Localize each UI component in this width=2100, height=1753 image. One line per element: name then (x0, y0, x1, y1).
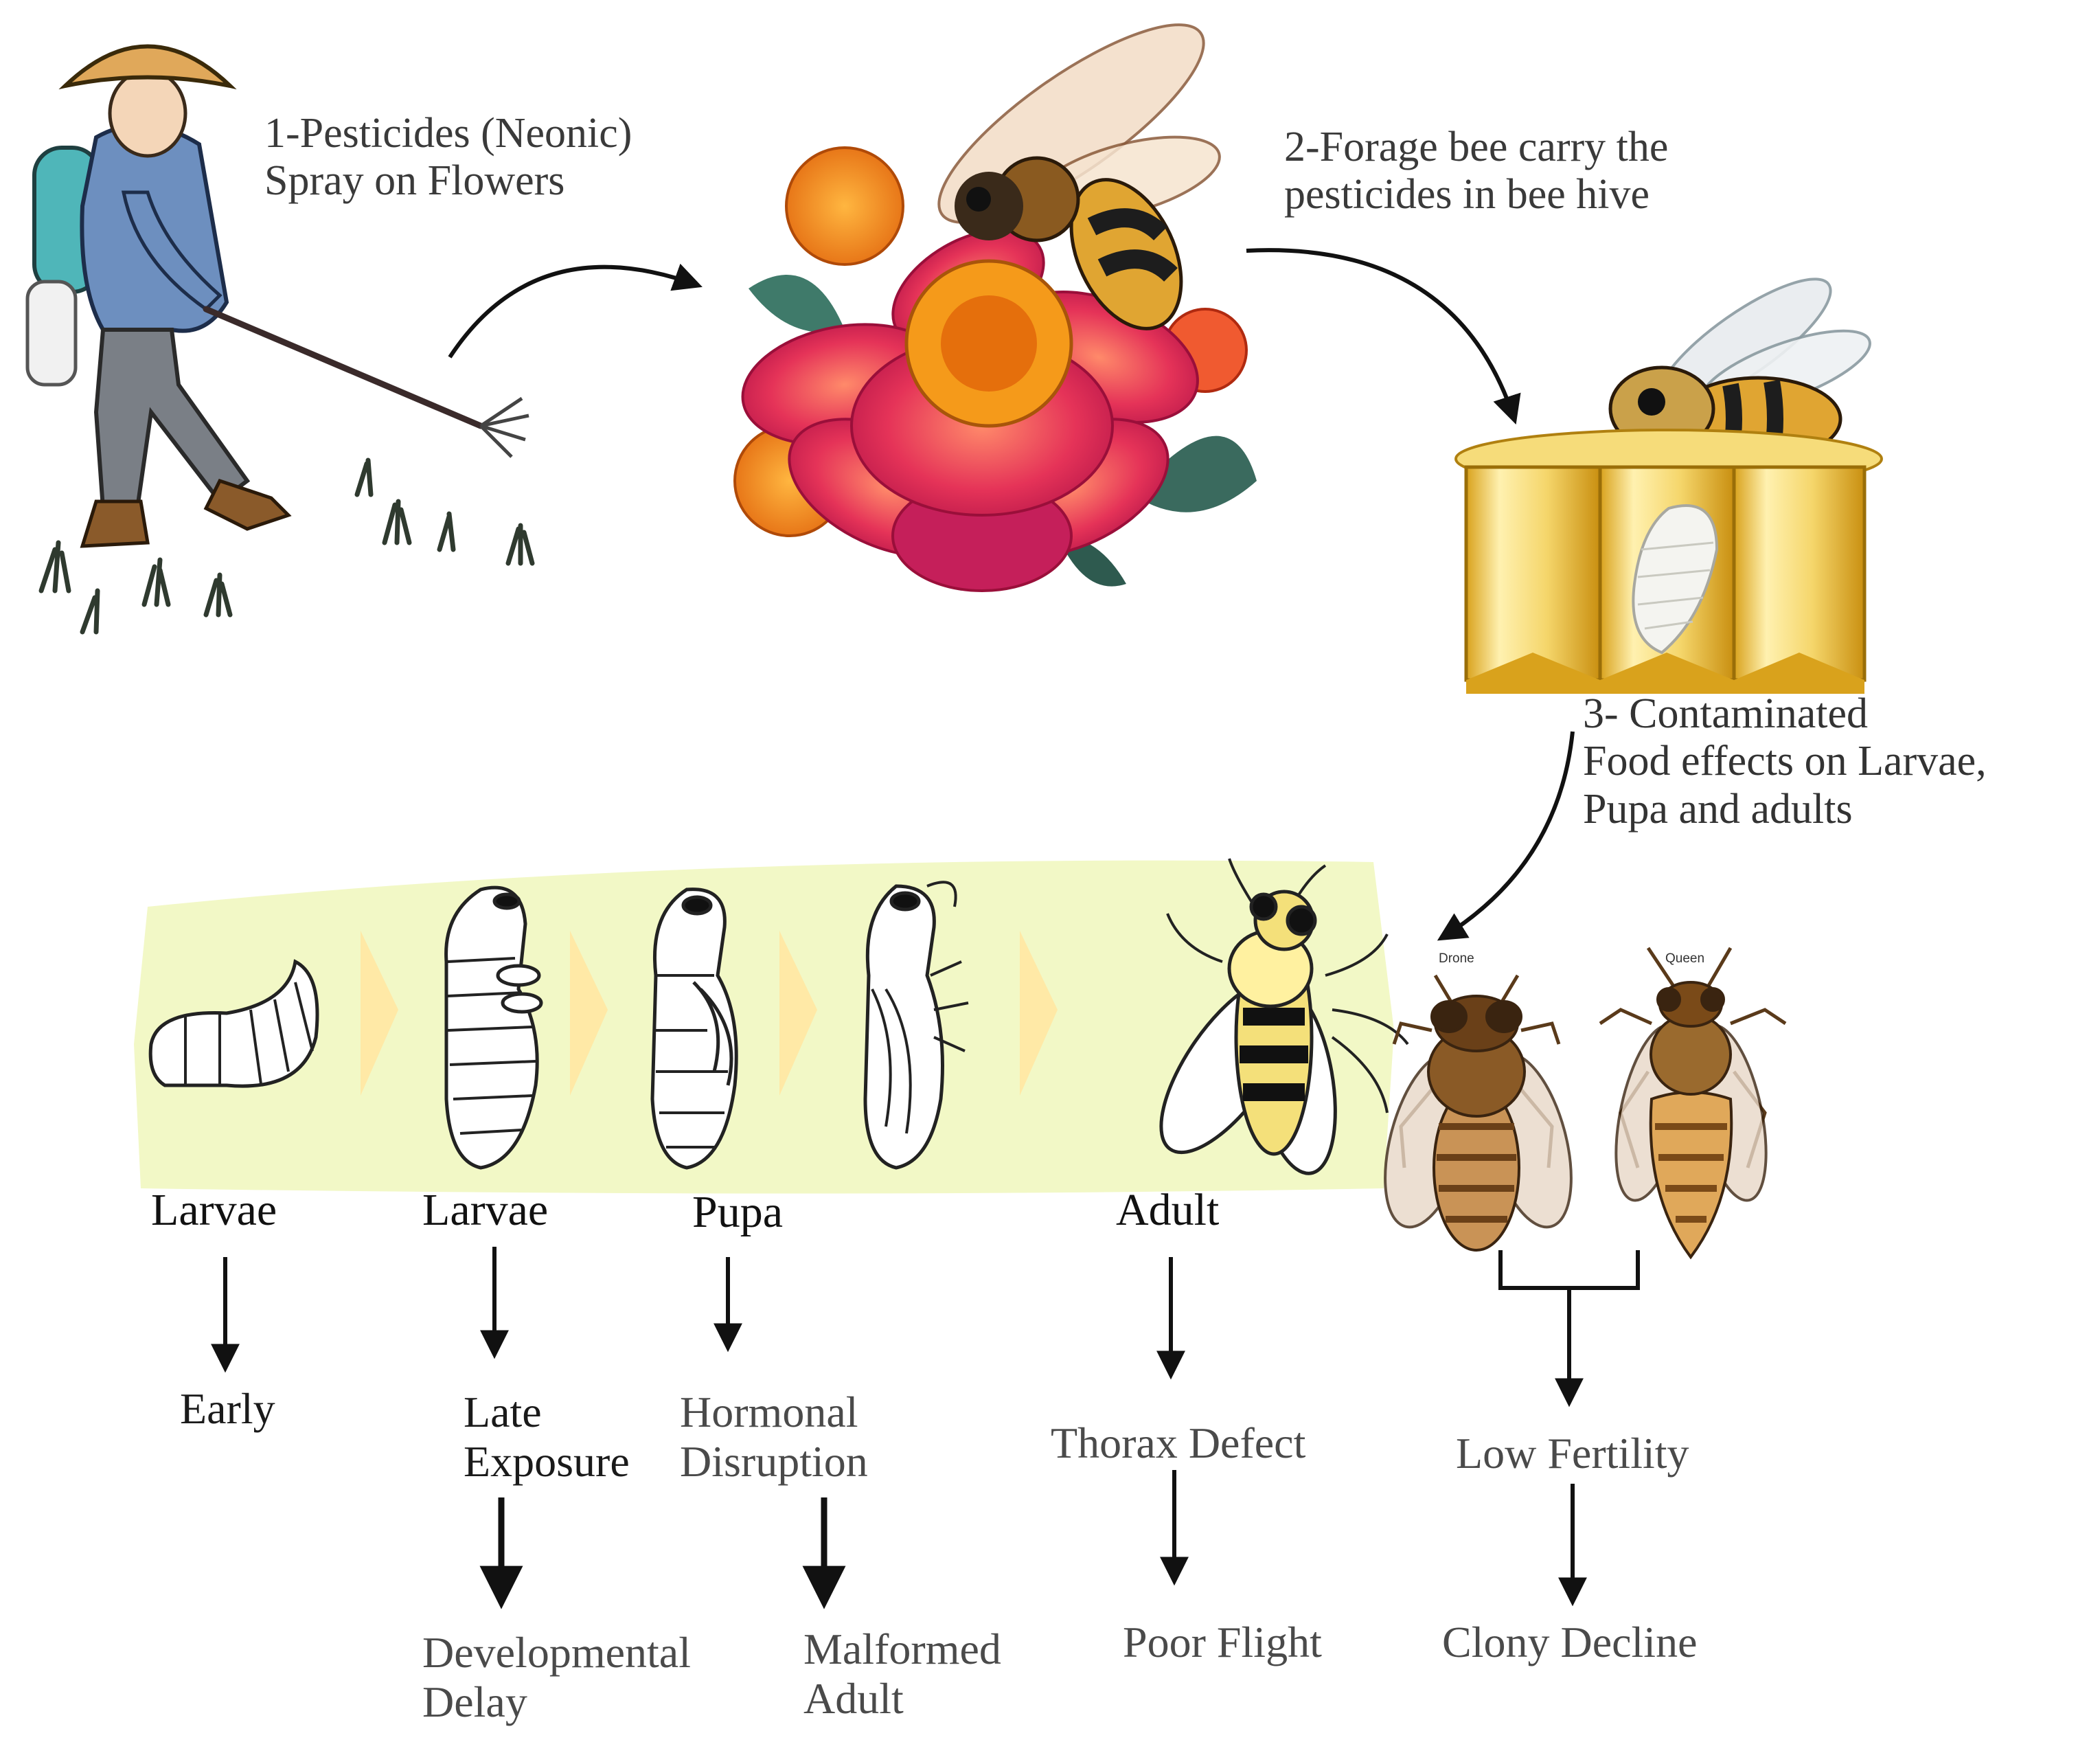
stage-label-larvae-early: Larvae (151, 1185, 277, 1235)
stage-label-pupa: Pupa (692, 1187, 783, 1237)
larva-late-icon (444, 885, 543, 1170)
effect-malformed-line2: Adult (803, 1673, 904, 1723)
adult-bee-icon (1159, 858, 1409, 1175)
effect-malformed-line1: Malformed (803, 1625, 1001, 1673)
step1-line2: Spray on Flowers (264, 157, 565, 205)
effect-late-line1: Late (464, 1388, 542, 1436)
flow-arrow-flower-to-hive (1246, 248, 1521, 425)
drone-caption: Drone (1439, 951, 1474, 966)
bracket-drone-queen (1498, 1250, 1640, 1290)
effect-hormonal-disruption: Hormonal Disruption (680, 1388, 868, 1486)
effect-malformed-adult: Malformed Adult (803, 1625, 1001, 1723)
drone-bee-icon (1384, 974, 1573, 1252)
step2-line1: 2-Forage bee carry the (1284, 124, 1669, 170)
effect-delay-line1: Developmental (422, 1628, 691, 1677)
queen-caption: Queen (1665, 951, 1705, 966)
farmer-icon (25, 44, 535, 635)
effect-colony-decline: Clony Decline (1442, 1618, 1698, 1666)
pupa-icon (650, 887, 738, 1170)
step3-line2: Food effects on Larvae, (1583, 738, 1987, 785)
effect-poor-flight: Poor Flight (1123, 1618, 1322, 1666)
flower-with-bee-icon (733, 23, 1257, 592)
queen-bee-icon (1599, 947, 1787, 1260)
effect-low-fertility: Low Fertility (1456, 1429, 1689, 1478)
flow-arrow-spray-to-flower (448, 263, 703, 359)
step1-label: 1-Pesticides (Neonic) Spray on Flowers (264, 110, 632, 205)
effect-thorax-defect: Thorax Defect (1051, 1418, 1306, 1467)
pupa-late-icon (863, 881, 969, 1170)
effect-delay-line2: Delay (422, 1677, 527, 1726)
effect-early: Early (180, 1384, 275, 1433)
effect-late-line2: Exposure (464, 1436, 630, 1486)
step3-line3: Pupa and adults (1583, 785, 1853, 833)
step1-line1: 1-Pesticides (Neonic) (264, 110, 632, 157)
honeycomb-with-bee-icon (1454, 278, 1883, 694)
effect-hormonal-line1: Hormonal (680, 1388, 858, 1436)
stage-label-larvae-late: Larvae (422, 1185, 549, 1235)
step2-line2: pesticides in bee hive (1284, 171, 1650, 218)
step2-label: 2-Forage bee carry the pesticides in bee… (1284, 124, 1668, 219)
stage-chevrons (361, 931, 1058, 1096)
effect-late-exposure: Late Exposure (464, 1388, 630, 1486)
step3-label: 3- Contaminated Food effects on Larvae, … (1583, 690, 1987, 833)
stage-label-adult: Adult (1116, 1185, 1220, 1235)
effect-developmental-delay: Developmental Delay (422, 1628, 691, 1726)
effect-hormonal-line2: Disruption (680, 1436, 868, 1486)
flow-arrow-hive-to-castes (1437, 731, 1575, 941)
larva-early-icon (148, 959, 319, 1088)
step3-line1: 3- Contaminated (1583, 690, 1868, 737)
